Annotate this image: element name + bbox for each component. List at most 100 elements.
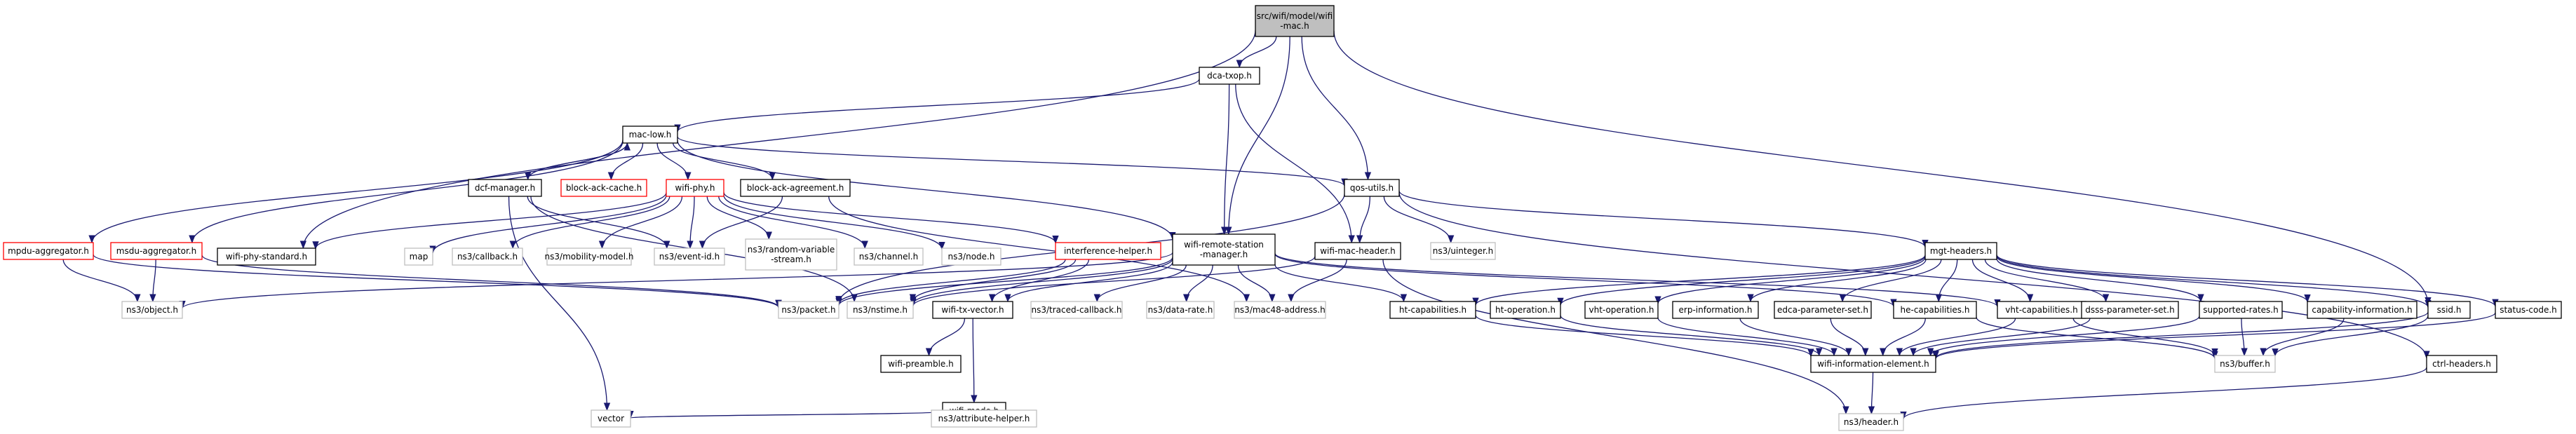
node-baa[interactable]: block-ack-agreement.h xyxy=(740,179,851,197)
node-label: ns3/event-id.h xyxy=(659,252,720,262)
node-rnd: ns3/random-variable-stream.h xyxy=(745,238,837,271)
edge-mgt-to-cap xyxy=(1996,256,2311,303)
edge-ih-to-pkt xyxy=(835,259,1066,305)
node-wtv[interactable]: wifi-tx-vector.h xyxy=(932,301,1013,319)
edge-root-to-wps xyxy=(299,29,1256,250)
node-box xyxy=(121,301,183,319)
node-pkt: ns3/packet.h xyxy=(778,301,839,319)
node-dsss[interactable]: dsss-parameter-set.h xyxy=(2081,301,2179,319)
node-buf: ns3/buffer.h xyxy=(2214,355,2276,373)
node-root[interactable]: src/wifi/model/wifi-mac.h xyxy=(1255,5,1335,37)
node-ssid[interactable]: ssid.h xyxy=(2427,301,2471,319)
node-vec: vector xyxy=(591,409,631,428)
node-box xyxy=(546,247,632,266)
node-bac[interactable]: block-ack-cache.h xyxy=(560,179,647,197)
node-label: wifi-preamble.h xyxy=(888,359,954,369)
node-cap[interactable]: capability-information.h xyxy=(2307,301,2417,319)
node-hec[interactable]: he-capabilities.h xyxy=(1893,301,1977,319)
node-box xyxy=(2081,301,2179,319)
edge-wmh-to-nst xyxy=(910,256,1316,307)
node-sc[interactable]: status-code.h xyxy=(2495,301,2562,319)
edge-dca-to-wrsm xyxy=(1221,83,1230,236)
node-label: qos-utils.h xyxy=(1350,183,1394,193)
node-htc[interactable]: ht-capabilities.h xyxy=(1389,301,1476,319)
node-mgt[interactable]: mgt-headers.h xyxy=(1924,242,1997,260)
node-erp[interactable]: erp-information.h xyxy=(1672,301,1759,319)
node-vhc[interactable]: vht-capabilities.h xyxy=(1997,301,2086,319)
node-box xyxy=(654,247,725,266)
node-mpdu[interactable]: mpdu-aggregator.h xyxy=(3,242,94,260)
edge-maclow-to-qos xyxy=(677,136,1348,187)
node-label: block-ack-agreement.h xyxy=(747,183,844,193)
edge-wrsm-to-htc xyxy=(1274,264,1408,303)
node-label: wifi-mac-header.h xyxy=(1320,246,1396,256)
edge-mpdu-to-obj xyxy=(62,259,141,303)
node-nst: ns3/nstime.h xyxy=(847,301,914,319)
node-dcf[interactable]: dcf-manager.h xyxy=(468,179,542,197)
edge-qos-to-uint xyxy=(1383,196,1455,244)
node-box xyxy=(1199,67,1260,85)
edge-root-to-dca xyxy=(1236,36,1277,69)
node-label: ns3/data-rate.h xyxy=(1148,305,1213,315)
node-vho[interactable]: vht-operation.h xyxy=(1584,301,1659,319)
node-box xyxy=(217,247,316,266)
node-sr[interactable]: supported-rates.h xyxy=(2199,301,2283,319)
edge-dcf-to-maclow xyxy=(527,142,630,180)
node-ih[interactable]: interference-helper.h xyxy=(1055,242,1161,260)
node-label: vector xyxy=(598,414,624,423)
node-wie[interactable]: wifi-information-element.h xyxy=(1810,355,1936,373)
node-wrsm[interactable]: wifi-remote-station-manager.h xyxy=(1172,233,1276,266)
node-maclow[interactable]: mac-low.h xyxy=(622,126,678,144)
edge-hec-to-wie xyxy=(1880,318,1926,357)
edge-maclow-to-phy xyxy=(656,142,692,181)
node-label: wifi-phy.h xyxy=(675,183,715,193)
edge-wmh-to-hdr xyxy=(1382,259,1849,415)
node-wps[interactable]: wifi-phy-standard.h xyxy=(217,247,316,266)
edge-mpdu-to-pkt xyxy=(93,254,782,308)
node-label: ns3/traced-callback.h xyxy=(1031,305,1121,315)
edge-phy-to-rnd xyxy=(706,196,772,240)
edge-phy-to-cb xyxy=(509,196,670,250)
edge-wrsm-to-tcb xyxy=(1093,264,1187,303)
node-label: ht-capabilities.h xyxy=(1399,305,1466,315)
node-dca[interactable]: dca-txop.h xyxy=(1199,67,1260,85)
edge-mgt-to-ssid xyxy=(1996,255,2432,308)
node-label: ns3/random-variable xyxy=(748,245,835,255)
edge-maclow-to-msdu xyxy=(189,141,623,244)
edge-phy-to-map xyxy=(429,195,667,255)
edge-dca-to-wmh xyxy=(1235,83,1355,244)
node-label: ns3/callback.h xyxy=(457,252,518,262)
node-evt: ns3/event-id.h xyxy=(654,247,725,266)
node-label: -stream.h xyxy=(771,255,811,264)
edge-dcf-to-evt xyxy=(527,196,670,250)
node-edca[interactable]: edca-parameter-set.h xyxy=(1774,301,1872,319)
node-dr: ns3/data-rate.h xyxy=(1146,301,1215,319)
node-box xyxy=(2214,355,2276,373)
node-hto[interactable]: ht-operation.h xyxy=(1490,301,1561,319)
edge-wtv-to-wmode xyxy=(971,318,978,404)
node-obj: ns3/object.h xyxy=(121,301,183,319)
edge-baa-to-evt xyxy=(699,196,783,250)
node-box xyxy=(1430,242,1496,260)
edge-vhc-to-buf xyxy=(2072,318,2218,357)
node-label: dca-txop.h xyxy=(1207,71,1252,81)
edge-wrsm-to-pkt xyxy=(835,257,1173,306)
node-label: vht-operation.h xyxy=(1589,305,1654,315)
node-box xyxy=(1030,301,1123,319)
node-label: wifi-remote-station xyxy=(1184,240,1264,250)
node-box xyxy=(666,179,724,197)
node-label: ns3/packet.h xyxy=(781,305,835,315)
node-wmh[interactable]: wifi-mac-header.h xyxy=(1314,242,1401,260)
node-box xyxy=(468,179,542,197)
node-box xyxy=(404,247,433,266)
edge-erp-to-wie xyxy=(1739,318,1852,357)
node-label: ns3/uinteger.h xyxy=(1433,246,1493,256)
node-qos[interactable]: qos-utils.h xyxy=(1344,179,1400,197)
node-label: ns3/object.h xyxy=(126,305,178,315)
node-label: edca-parameter-set.h xyxy=(1777,305,1868,315)
node-ctrl[interactable]: ctrl-headers.h xyxy=(2426,355,2497,373)
node-wpre[interactable]: wifi-preamble.h xyxy=(880,355,962,373)
node-box xyxy=(1924,242,1997,260)
node-phy[interactable]: wifi-phy.h xyxy=(666,179,724,197)
node-msdu[interactable]: msdu-aggregator.h xyxy=(110,242,203,260)
